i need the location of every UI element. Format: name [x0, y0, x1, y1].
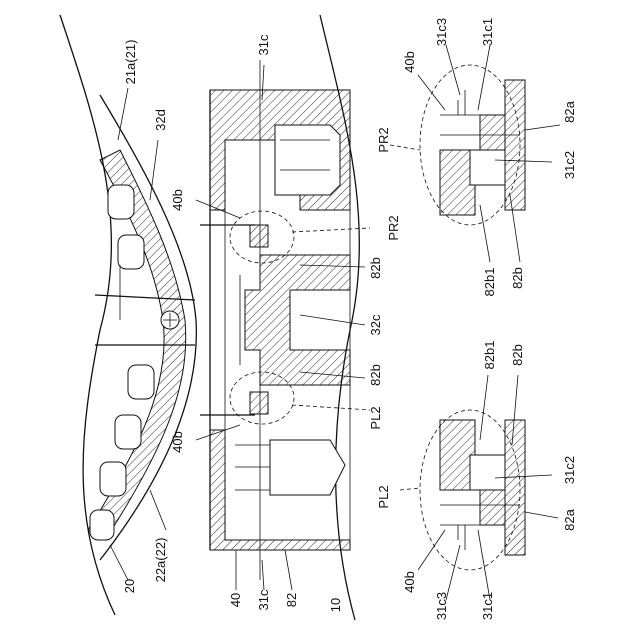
pl2-detail — [400, 410, 525, 570]
label-pr2-31c1: 31c1 — [480, 18, 495, 46]
label-pl2-31c1: 31c1 — [480, 592, 495, 620]
label-pl2-31c3: 31c3 — [434, 592, 449, 620]
label-40b-bot: 40b — [170, 431, 185, 453]
label-31c-bot: 31c — [256, 589, 271, 610]
label-pl2-31c2: 31c2 — [562, 456, 577, 484]
label-21a: 21a(21) — [123, 40, 138, 85]
label-82: 82 — [284, 593, 299, 607]
label-40: 40 — [228, 593, 243, 607]
label-32d: 32d — [153, 109, 168, 131]
label-10: 10 — [328, 598, 343, 612]
label-pl2-main: PL2 — [368, 406, 383, 429]
label-pr2-82a: 82a — [562, 100, 577, 122]
label-31c-top: 31c — [256, 34, 271, 55]
label-pr2-40b: 40b — [402, 51, 417, 73]
label-pr2-82b1: 82b1 — [482, 268, 497, 297]
label-pr2-31c3: 31c3 — [434, 18, 449, 46]
label-40b-top: 40b — [170, 189, 185, 211]
label-32c: 32c — [368, 314, 383, 335]
label-pr2-82b: 82b — [510, 267, 525, 289]
label-pl2-pl2: PL2 — [376, 485, 391, 508]
label-pl2-82b: 82b — [510, 344, 525, 366]
label-82b-top: 82b — [368, 257, 383, 279]
label-pr2-pr2: PR2 — [376, 127, 391, 152]
main-cross-section — [60, 15, 370, 620]
label-pl2-82a: 82a — [562, 508, 577, 530]
pr2-detail — [390, 65, 525, 225]
label-pl2-82b1: 82b1 — [482, 341, 497, 370]
label-22a: 22a(22) — [153, 538, 168, 583]
label-pr2-main: PR2 — [386, 215, 401, 240]
label-20: 20 — [122, 579, 137, 593]
label-pr2-31c2: 31c2 — [562, 151, 577, 179]
label-pl2-40b: 40b — [402, 571, 417, 593]
label-82b-mid: 82b — [368, 364, 383, 386]
